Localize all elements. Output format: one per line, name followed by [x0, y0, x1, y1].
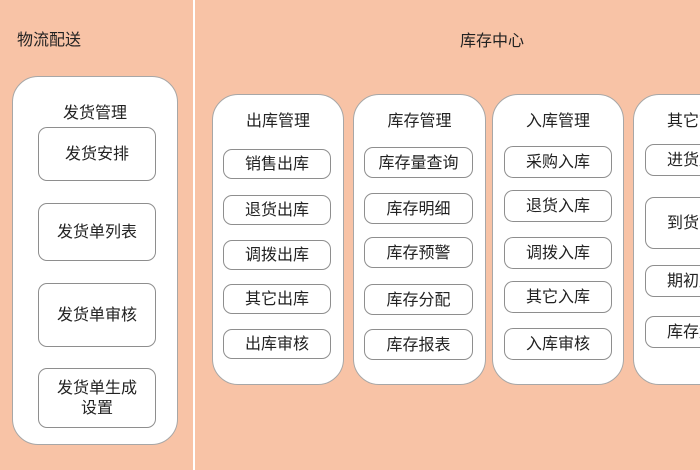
logistics-panel: 物流配送 发货管理 发货安排 发货单列表 发货单审核 发货单生成 设置 — [0, 0, 193, 470]
shipping-management-group: 发货管理 发货安排 发货单列表 发货单审核 发货单生成 设置 — [12, 76, 178, 445]
stock-detail-item[interactable]: 库存明细 — [364, 193, 473, 224]
stock-count-item[interactable]: 库存盘点 — [645, 316, 700, 348]
other-inbound-item[interactable]: 其它入库 — [504, 281, 612, 313]
arrival-management-item[interactable]: 到货管理 — [645, 197, 700, 249]
stock-warning-item[interactable]: 库存预警 — [364, 237, 473, 268]
transfer-outbound-item[interactable]: 调拨出库 — [223, 240, 331, 270]
shipping-management-title: 发货管理 — [62, 103, 127, 122]
inbound-management-group: 入库管理 采购入库 退货入库 调拨入库 其它入库 入库审核 — [492, 94, 624, 385]
return-inbound-item[interactable]: 退货入库 — [504, 190, 612, 222]
shipping-order-review-item[interactable]: 发货单审核 — [38, 283, 156, 347]
inbound-review-item[interactable]: 入库审核 — [504, 328, 612, 360]
other-management-title: 其它管理 — [666, 111, 700, 130]
purchase-cost-item[interactable]: 进货成本 — [645, 144, 700, 176]
logistics-title: 物流配送 — [17, 30, 82, 49]
transfer-inbound-item[interactable]: 调拨入库 — [504, 237, 612, 269]
stock-management-title: 库存管理 — [387, 111, 452, 130]
other-outbound-item[interactable]: 其它出库 — [223, 284, 331, 314]
shipping-arrangement-item[interactable]: 发货安排 — [38, 127, 156, 181]
panel-divider — [193, 0, 195, 470]
outbound-management-title: 出库管理 — [245, 111, 310, 130]
stock-allocation-item[interactable]: 库存分配 — [364, 284, 473, 315]
stock-report-item[interactable]: 库存报表 — [364, 329, 473, 360]
inventory-center-panel: 库存中心 出库管理 销售出库 退货出库 调拨出库 其它出库 出库审核 库存管理 … — [202, 0, 700, 470]
sales-outbound-item[interactable]: 销售出库 — [223, 149, 331, 179]
return-outbound-item[interactable]: 退货出库 — [223, 195, 331, 225]
inbound-management-title: 入库管理 — [525, 111, 590, 130]
outbound-review-item[interactable]: 出库审核 — [223, 329, 331, 359]
inventory-center-title: 库存中心 — [460, 31, 525, 50]
stock-quantity-query-item[interactable]: 库存量查询 — [364, 147, 473, 178]
shipping-order-list-item[interactable]: 发货单列表 — [38, 203, 156, 261]
shipping-order-generation-settings-item[interactable]: 发货单生成 设置 — [38, 368, 156, 428]
outbound-management-group: 出库管理 销售出库 退货出库 调拨出库 其它出库 出库审核 — [212, 94, 344, 385]
stock-management-group: 库存管理 库存量查询 库存明细 库存预警 库存分配 库存报表 — [353, 94, 486, 385]
purchase-inbound-item[interactable]: 采购入库 — [504, 146, 612, 178]
